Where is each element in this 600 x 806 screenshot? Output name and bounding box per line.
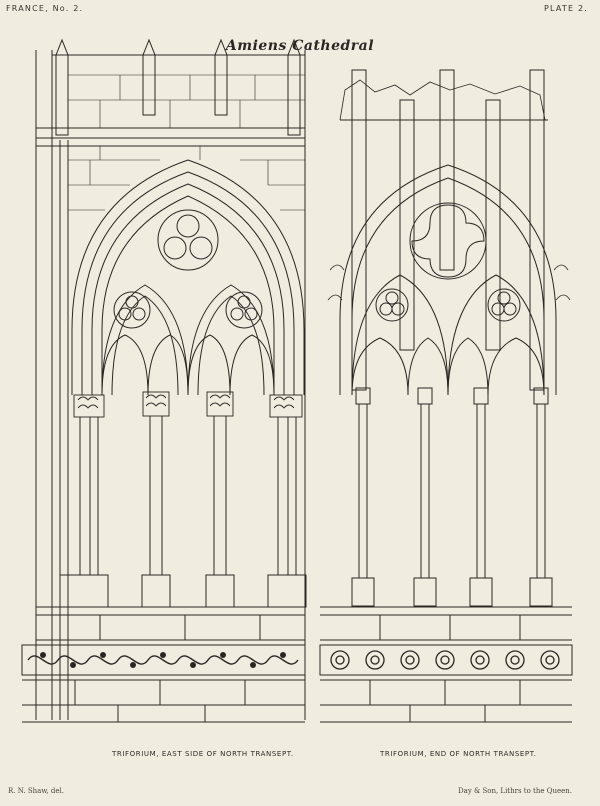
printer-credit: Day & Son, Lithrs to the Queen. — [458, 787, 572, 795]
right-caption: TRIFORIUM, END OF NORTH TRANSEPT. — [380, 750, 537, 758]
left-caption: TRIFORIUM, EAST SIDE OF NORTH TRANSEPT. — [112, 750, 294, 758]
plate-label: PLATE 2. — [543, 4, 588, 13]
right-triforium-drawing — [319, 69, 573, 723]
artist-credit: R. N. Shaw, del. — [8, 787, 65, 795]
plate-title: Amiens Cathedral — [225, 38, 375, 54]
series-label: FRANCE, No. 2. — [6, 4, 84, 13]
left-triforium-drawing — [21, 38, 307, 723]
